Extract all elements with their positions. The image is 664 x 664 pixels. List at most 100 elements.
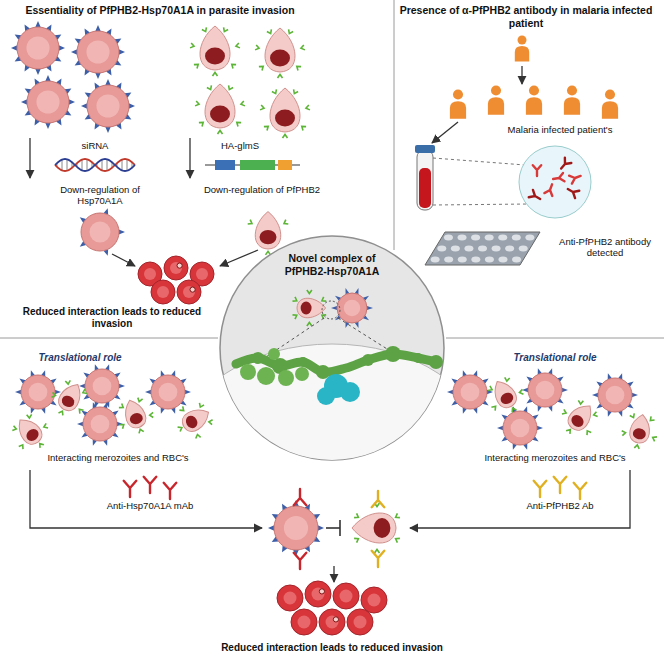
illustration-part (498, 235, 507, 241)
illustration-part (45, 376, 93, 424)
illustration-part (17, 27, 59, 69)
illustration-part (606, 386, 625, 405)
illustration-part (12, 426, 17, 432)
illustration-part (227, 85, 233, 90)
illustration-part (602, 89, 618, 118)
illustration-part (275, 110, 295, 127)
panel-heading: Essentiality of PfPHB2-Hsp70A1A in paras… (0, 4, 320, 17)
illustration-part (60, 393, 77, 409)
illustration-part (159, 383, 178, 402)
illustration-part (119, 403, 125, 409)
illustration-part (95, 73, 100, 79)
illustration-part (218, 131, 223, 135)
illustration-part (190, 26, 240, 76)
illustration-part (458, 235, 467, 241)
illustration-part (255, 45, 260, 51)
illustration-part (352, 503, 400, 553)
illustration-part (298, 357, 308, 367)
complex-circle: Novel complex of PfPHB2-Hsp70A1A (218, 234, 446, 462)
illustration-part (300, 45, 305, 51)
illustration-part (293, 290, 327, 326)
label-box: Interacting merozoites and RBC's (460, 452, 650, 463)
cell-label: Interacting merozoites and RBC's (460, 452, 650, 463)
illustration-part (170, 397, 218, 445)
illustration-part (205, 84, 235, 128)
illustration-part (497, 406, 543, 450)
illustration-part (107, 159, 108, 170)
illustration-part (295, 367, 309, 381)
illustration-part (354, 513, 360, 519)
illustration-part (260, 105, 265, 111)
illustration-part (199, 120, 205, 126)
illustration-part (119, 423, 125, 429)
illustration-part (352, 513, 396, 543)
illustration-part (21, 375, 55, 409)
illustration-part (652, 435, 657, 441)
result-label: Anti-PfPHB2 antibody detected (555, 236, 655, 259)
illustration-part (178, 425, 184, 431)
illustration-part (437, 246, 446, 252)
illustration-part (301, 302, 312, 315)
illustration-part (362, 354, 374, 366)
illustration-part (80, 208, 125, 256)
illustration-part (86, 40, 109, 63)
illustration-part (491, 85, 501, 95)
illustration-part (394, 513, 400, 519)
illustration-part (497, 426, 503, 430)
illustration-part (322, 301, 340, 319)
illustration-part (77, 402, 123, 446)
illustration-part (488, 85, 504, 114)
illustration-part (138, 428, 144, 433)
illustration-part (190, 287, 195, 292)
label-box: Anti-PfPHB2 Ab (490, 500, 630, 511)
illustration-part (272, 89, 278, 94)
illustration-part (326, 616, 339, 629)
illustration-part (240, 364, 256, 380)
illustration-part (24, 427, 41, 444)
illustration-part (528, 373, 562, 407)
illustration-part (354, 616, 367, 629)
illustration-part (260, 88, 310, 138)
illustration-part (458, 257, 467, 263)
illustration-part (585, 429, 591, 435)
illustration-part (630, 413, 636, 418)
illustration-part (283, 135, 288, 139)
illustration-part (183, 286, 195, 298)
illustration-part (492, 246, 501, 252)
illustration-part (38, 442, 44, 448)
label-box: Anti-Hsp70A1A mAb (80, 500, 220, 511)
illustration-part (491, 405, 497, 411)
illustration-part (185, 390, 191, 394)
label-box: Down-regulation of PfPHB2 (202, 184, 322, 195)
illustration-part (562, 409, 567, 415)
illustration-part (82, 389, 87, 395)
label-box: Reduced interaction leads to reduced inv… (172, 642, 492, 654)
sample-label: Malaria infected patient's (470, 124, 650, 135)
illustration-part (592, 373, 638, 417)
illustration-part (482, 373, 530, 421)
illustration-part (432, 122, 458, 143)
illustration-part (307, 290, 312, 294)
illustration-part (534, 481, 547, 497)
illustration-part (326, 527, 340, 529)
illustration-part (184, 414, 200, 431)
illustration-part (195, 434, 201, 438)
illustration-part (277, 585, 303, 611)
illustration-part (447, 390, 453, 394)
illustration-part (248, 220, 254, 226)
illustration-part (29, 138, 30, 178)
illustration-part (164, 256, 188, 280)
illustration-part (512, 235, 521, 241)
illustration-part (71, 25, 125, 79)
illustration-part (339, 520, 341, 536)
illustration-part (59, 410, 65, 416)
illustration-part (129, 103, 135, 108)
illustration-part (300, 124, 306, 130)
illustration-part (283, 220, 289, 226)
illustration-part (278, 160, 292, 170)
illustration-part (446, 338, 664, 339)
illustration-part (294, 489, 307, 505)
illustration-part (634, 444, 640, 448)
illustration-part (145, 370, 191, 414)
illustration-part (415, 145, 435, 153)
